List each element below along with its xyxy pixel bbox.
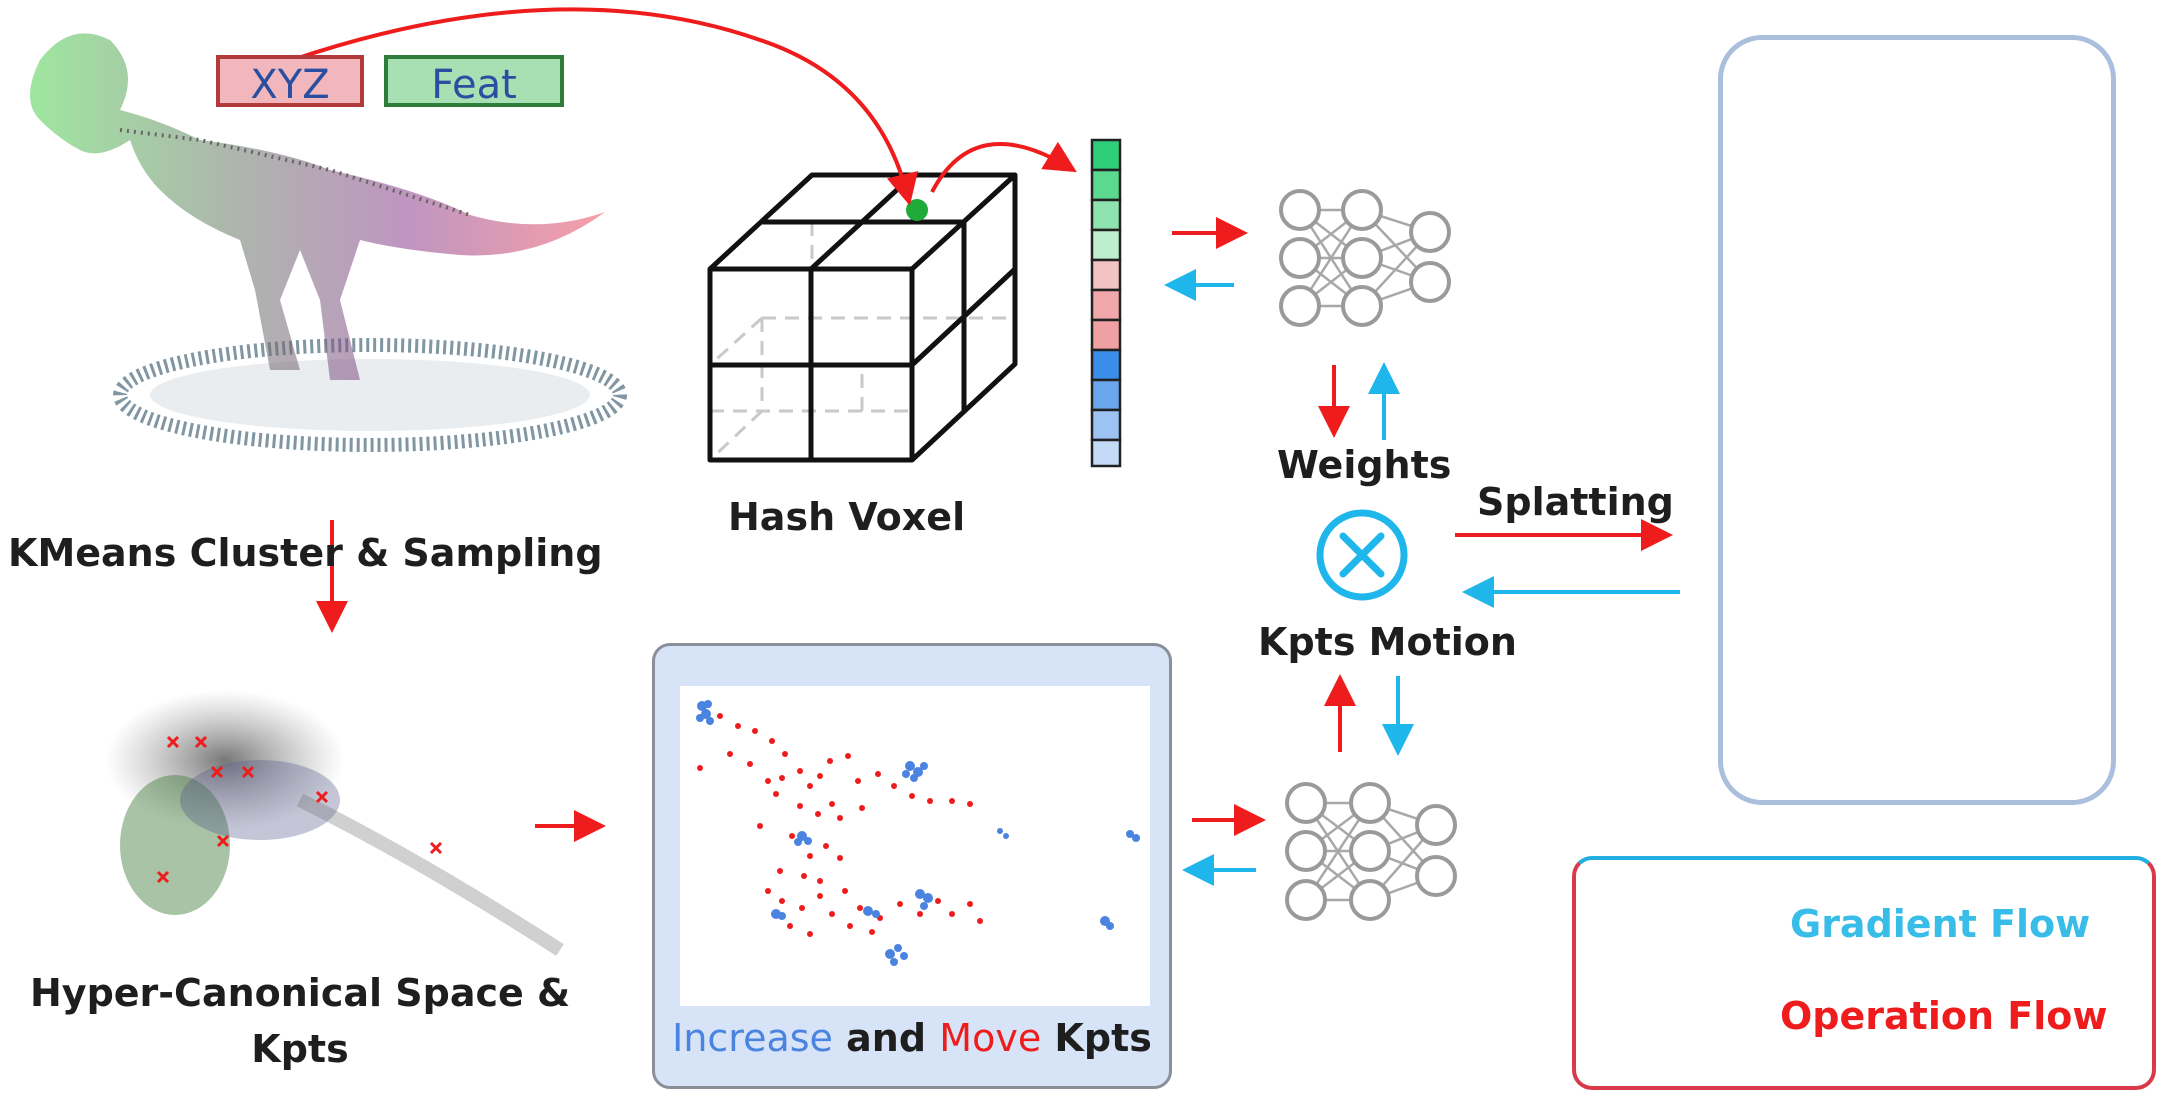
- rendered-results-panel: [1718, 35, 2116, 805]
- move-word: Move: [939, 1016, 1042, 1060]
- hyper-canonical-label: Hyper-Canonical Space & Kpts: [30, 965, 570, 1077]
- arrow-xyz-to-voxel: [291, 7, 919, 206]
- legend-gradient-label: Gradient Flow: [1790, 902, 2091, 946]
- voxel-sample-point: [906, 199, 928, 221]
- kpts-word: Kpts: [1041, 1016, 1152, 1060]
- increase-move-caption: Increase and Move Kpts: [655, 1016, 1169, 1060]
- feature-vector: [1090, 138, 1122, 468]
- increase-word: Increase: [672, 1016, 833, 1060]
- increase-move-panel: Increase and Move Kpts: [652, 643, 1172, 1089]
- feat-tag: Feat: [384, 55, 564, 108]
- kmeans-label: KMeans Cluster & Sampling: [8, 531, 603, 575]
- arrow-voxel-to-vector: [930, 141, 1077, 193]
- multiply-icon: [1316, 509, 1408, 601]
- hyper-canonical-line1: Hyper-Canonical Space &: [30, 971, 571, 1015]
- hash-voxel-cube: [707, 172, 1018, 463]
- feat-tag-label: Feat: [431, 62, 517, 108]
- legend-operation-label: Operation Flow: [1780, 994, 2108, 1038]
- hyper-canonical-line2: Kpts: [251, 1027, 349, 1071]
- mlp-network-bottom: [1285, 782, 1457, 921]
- hash-voxel-label: Hash Voxel: [728, 495, 966, 539]
- and-word: and: [832, 1016, 940, 1060]
- keypoint-scatter-svg: [696, 700, 1140, 966]
- xyz-tag-label: XYZ: [250, 62, 330, 108]
- kpts-motion-label: Kpts Motion: [1258, 620, 1517, 664]
- flow-legend: Gradient Flow Operation Flow: [1572, 856, 2156, 1090]
- splatting-label: Splatting: [1477, 480, 1674, 524]
- weights-label: Weights: [1277, 443, 1452, 487]
- point-cloud-dinosaur: [30, 33, 627, 452]
- mlp-network-top: [1279, 189, 1451, 327]
- keypoint-scatter-plot: [680, 686, 1150, 1006]
- hyper-canonical-cloud: [105, 690, 564, 956]
- xyz-tag: XYZ: [216, 55, 364, 108]
